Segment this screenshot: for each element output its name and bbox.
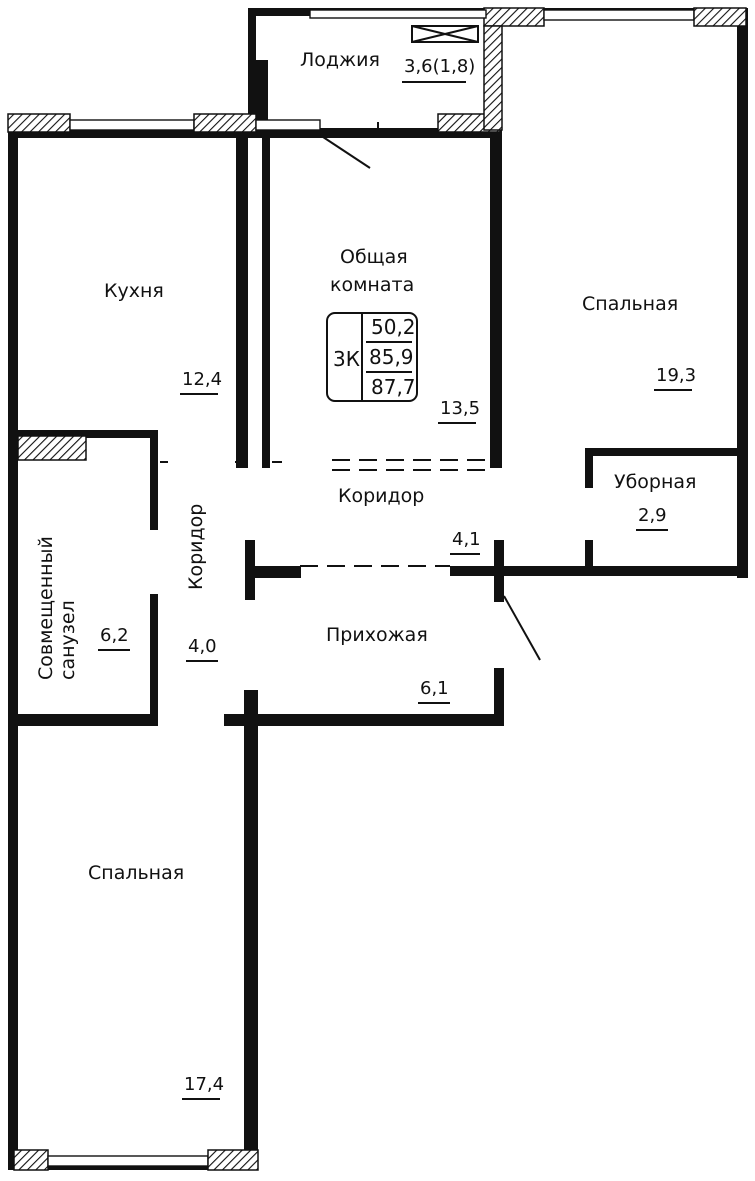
toilet-name: Уборная <box>614 471 696 493</box>
hallway-area: 6,1 <box>420 678 449 699</box>
windows <box>7 7 747 1171</box>
corridor-upper-name: Коридор <box>338 485 424 507</box>
living-room-name-line2: комната <box>330 274 414 296</box>
bathroom-area: 6,2 <box>100 625 129 646</box>
total-area-value: 85,9 <box>369 345 414 369</box>
kitchen-area: 12,4 <box>182 369 222 390</box>
living-area-value: 50,2 <box>371 315 416 339</box>
loggia-name: Лоджия <box>300 49 380 71</box>
bedroom-south-area: 17,4 <box>184 1074 224 1095</box>
toilet-area: 2,9 <box>638 505 667 526</box>
bedroom-east-area: 19,3 <box>656 365 696 386</box>
corridor-upper-area: 4,1 <box>452 529 481 550</box>
apartment-type-label: 3К <box>333 347 360 371</box>
living-room-name-line1: Общая <box>340 246 408 268</box>
bathroom-name-line1: Совмещенный <box>35 536 57 680</box>
corridor-side-name: Коридор <box>185 504 207 590</box>
corridor-side-area: 4,0 <box>188 636 217 657</box>
bedroom-east-name: Спальная <box>582 293 678 315</box>
living-room-area: 13,5 <box>440 398 480 419</box>
kitchen-name: Кухня <box>104 280 164 302</box>
details <box>17 25 541 661</box>
total-area-with-loggia-value: 87,7 <box>371 375 416 399</box>
apartment-summary: 3К 50,2 85,9 87,7 <box>326 312 418 402</box>
bedroom-south-name: Спальная <box>88 862 184 884</box>
bathroom-name-line2: санузел <box>57 600 79 680</box>
room-labels: Лоджия 3,6(1,8) Кухня 12,4 Общая комната… <box>35 49 696 1100</box>
walls <box>8 8 748 1170</box>
loggia-area: 3,6(1,8) <box>404 56 475 77</box>
hallway-name: Прихожая <box>326 624 428 646</box>
